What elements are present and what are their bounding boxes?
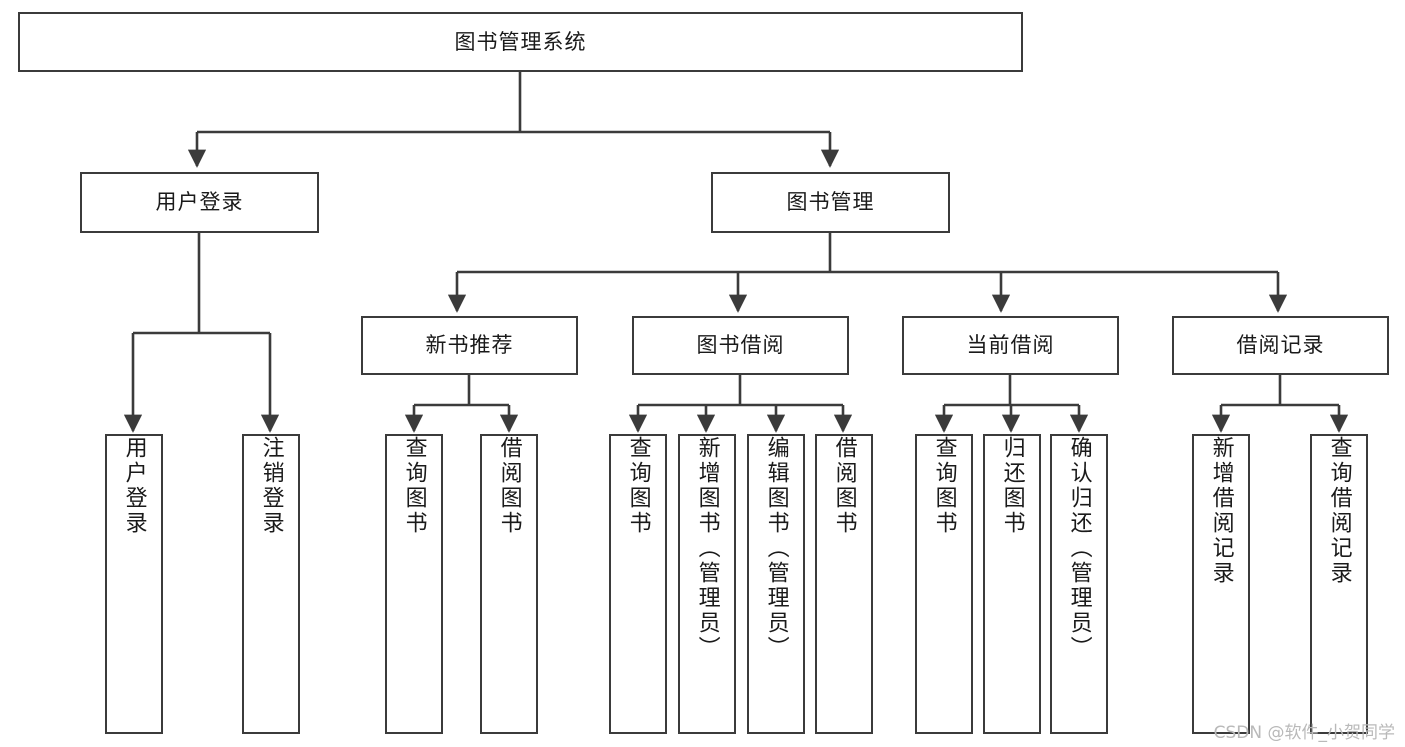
node-book-borrow[interactable]: 图书借阅 [632, 316, 849, 375]
node-leaf-user-login[interactable]: 用户登录 [105, 434, 163, 734]
node-leaf-add-book-admin[interactable]: 新增图书（管理员） [678, 434, 736, 734]
node-leaf-add-borrow-record-label: 新增借阅记录 [1208, 436, 1234, 586]
node-leaf-query-book-3-label: 查询图书 [931, 436, 957, 536]
node-leaf-query-book-1-label: 查询图书 [401, 436, 427, 536]
node-leaf-query-book-1[interactable]: 查询图书 [385, 434, 443, 734]
node-book-management-label: 图书管理 [786, 190, 875, 215]
node-new-book-recommend[interactable]: 新书推荐 [361, 316, 578, 375]
node-leaf-logout-label: 注销登录 [258, 436, 284, 536]
node-new-book-recommend-label: 新书推荐 [425, 333, 514, 358]
node-book-borrow-label: 图书借阅 [696, 333, 785, 358]
node-leaf-user-login-label: 用户登录 [121, 436, 147, 536]
node-current-borrow-label: 当前借阅 [966, 333, 1055, 358]
node-leaf-query-borrow-record[interactable]: 查询借阅记录 [1310, 434, 1368, 734]
csdn-watermark: CSDN @软件_小贺同学 [1213, 723, 1395, 743]
node-leaf-query-book-3[interactable]: 查询图书 [915, 434, 973, 734]
node-leaf-query-book-2[interactable]: 查询图书 [609, 434, 667, 734]
node-current-borrow[interactable]: 当前借阅 [902, 316, 1119, 375]
node-leaf-borrow-book-2[interactable]: 借阅图书 [815, 434, 873, 734]
node-leaf-add-borrow-record[interactable]: 新增借阅记录 [1192, 434, 1250, 734]
node-book-management[interactable]: 图书管理 [711, 172, 950, 233]
node-user-login-label: 用户登录 [155, 190, 244, 215]
node-leaf-add-book-admin-label: 新增图书（管理员） [694, 436, 720, 661]
node-user-login[interactable]: 用户登录 [80, 172, 319, 233]
node-leaf-logout[interactable]: 注销登录 [242, 434, 300, 734]
node-leaf-query-book-2-label: 查询图书 [625, 436, 651, 536]
node-leaf-edit-book-admin[interactable]: 编辑图书（管理员） [747, 434, 805, 734]
node-leaf-borrow-book-1-label: 借阅图书 [496, 436, 522, 536]
node-root-label: 图书管理系统 [454, 29, 587, 54]
node-leaf-borrow-book-1[interactable]: 借阅图书 [480, 434, 538, 734]
node-borrow-record-label: 借阅记录 [1236, 333, 1325, 358]
node-leaf-confirm-return-admin[interactable]: 确认归还（管理员） [1050, 434, 1108, 734]
node-root[interactable]: 图书管理系统 [18, 12, 1023, 72]
node-leaf-query-borrow-record-label: 查询借阅记录 [1326, 436, 1352, 586]
node-leaf-edit-book-admin-label: 编辑图书（管理员） [763, 436, 789, 661]
node-leaf-return-book[interactable]: 归还图书 [983, 434, 1041, 734]
node-leaf-return-book-label: 归还图书 [999, 436, 1025, 536]
node-leaf-confirm-return-admin-label: 确认归还（管理员） [1066, 436, 1092, 661]
node-leaf-borrow-book-2-label: 借阅图书 [831, 436, 857, 536]
node-borrow-record[interactable]: 借阅记录 [1172, 316, 1389, 375]
